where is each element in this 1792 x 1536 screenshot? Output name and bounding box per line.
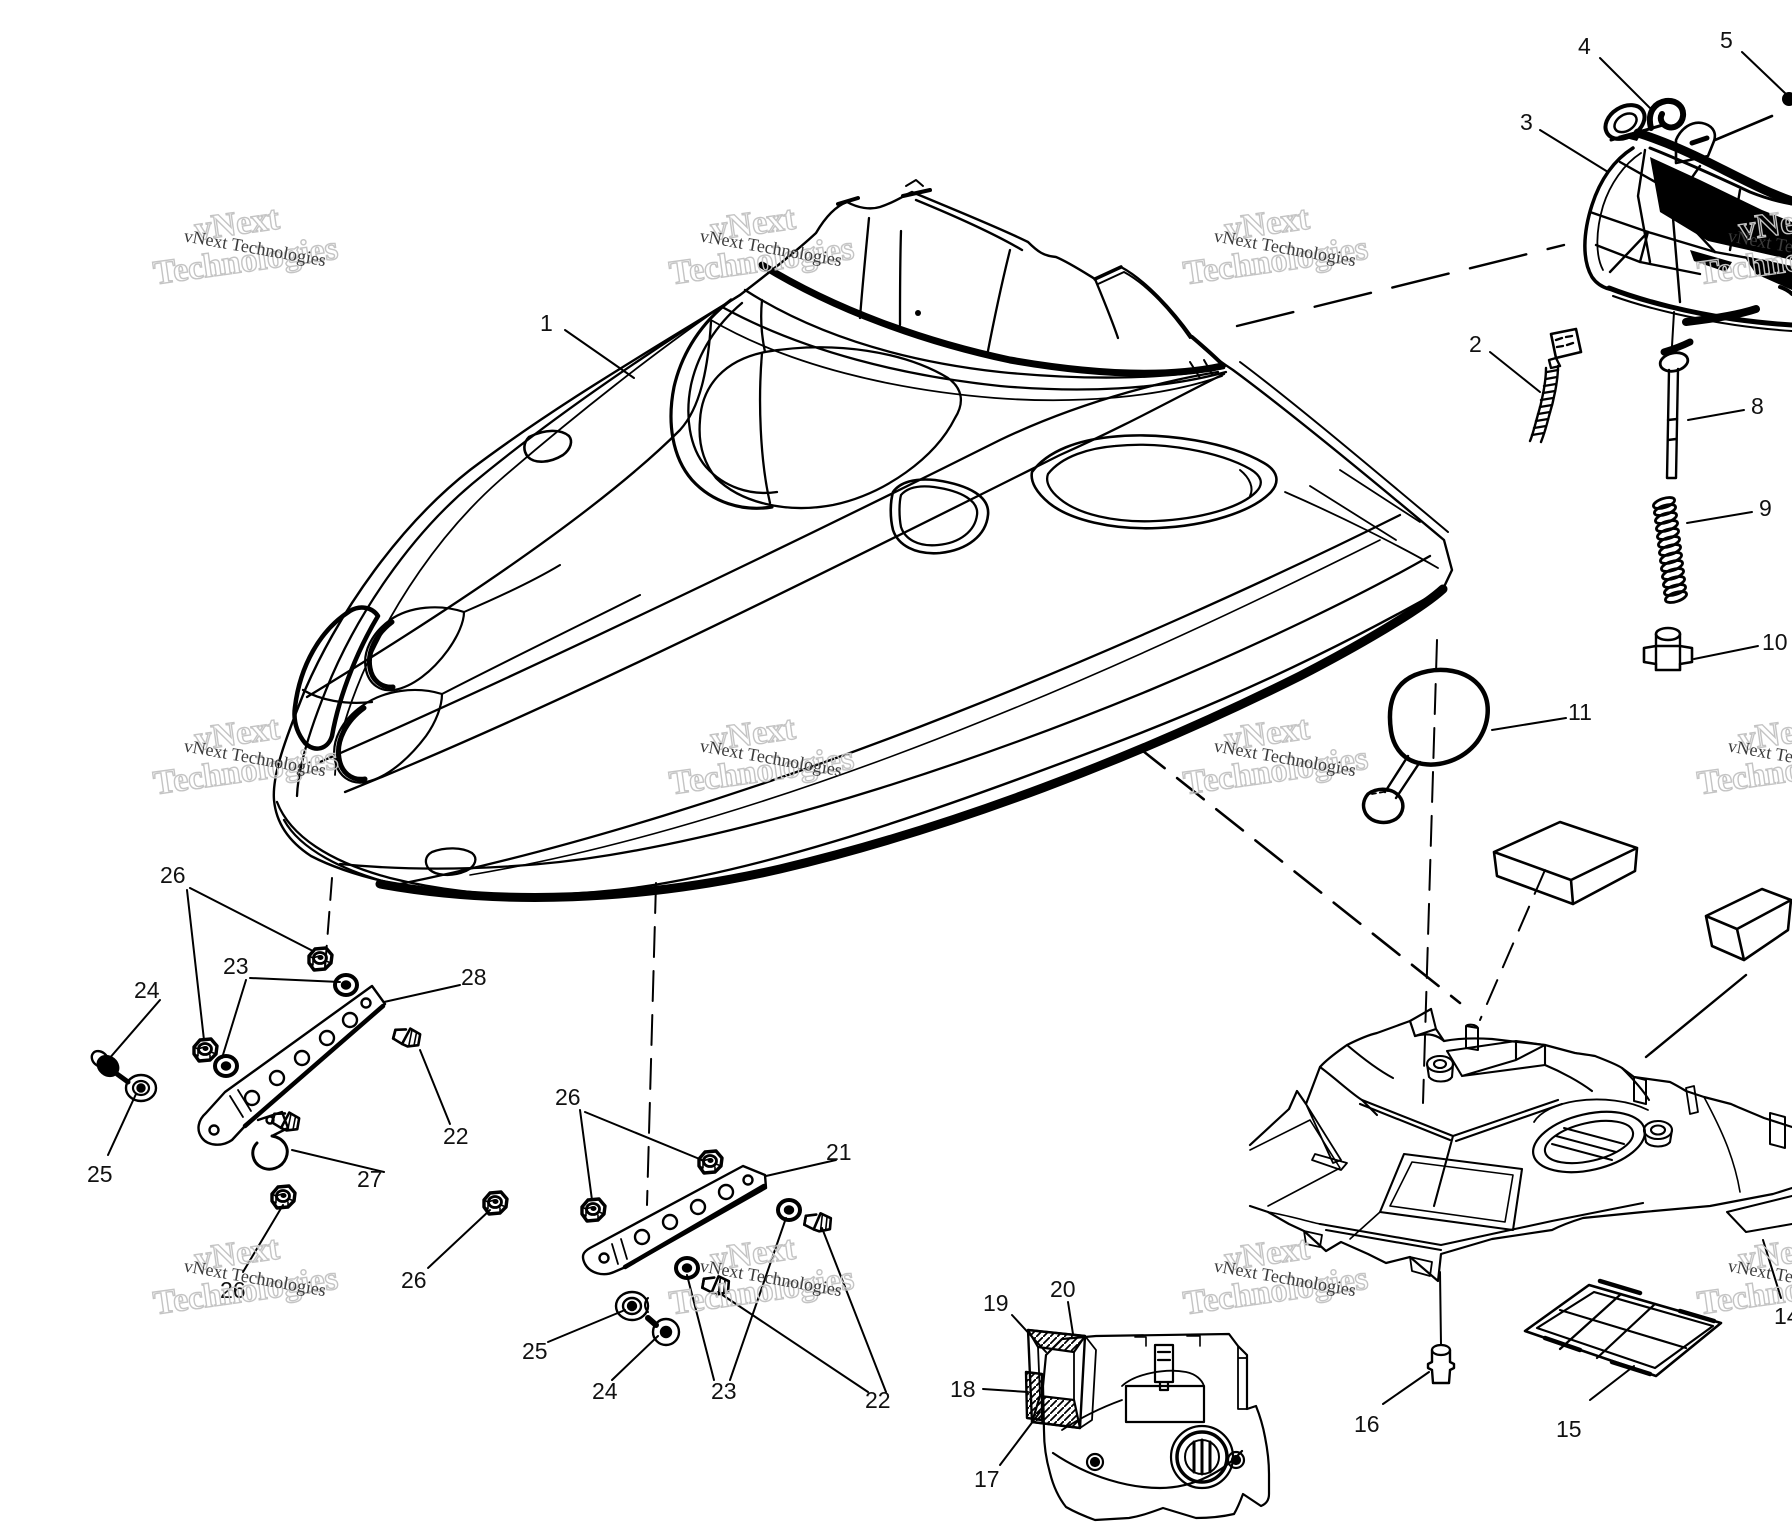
svg-text:18: 18 bbox=[950, 1376, 976, 1402]
svg-text:27: 27 bbox=[357, 1166, 383, 1192]
svg-text:25: 25 bbox=[87, 1161, 113, 1187]
svg-text:26: 26 bbox=[401, 1267, 427, 1293]
svg-text:8: 8 bbox=[1751, 393, 1764, 419]
svg-text:22: 22 bbox=[443, 1123, 469, 1149]
svg-text:10: 10 bbox=[1762, 629, 1788, 655]
svg-text:20: 20 bbox=[1050, 1276, 1076, 1302]
svg-text:17: 17 bbox=[974, 1466, 1000, 1492]
svg-text:5: 5 bbox=[1720, 27, 1733, 53]
svg-text:26: 26 bbox=[160, 862, 186, 888]
svg-text:23: 23 bbox=[711, 1378, 737, 1404]
svg-text:21: 21 bbox=[826, 1139, 852, 1165]
svg-text:26: 26 bbox=[555, 1084, 581, 1110]
svg-text:3: 3 bbox=[1520, 109, 1533, 135]
svg-text:4: 4 bbox=[1578, 33, 1591, 59]
svg-text:25: 25 bbox=[522, 1338, 548, 1364]
svg-text:1: 1 bbox=[540, 310, 553, 336]
svg-text:19: 19 bbox=[983, 1290, 1009, 1316]
svg-text:23: 23 bbox=[223, 953, 249, 979]
svg-text:9: 9 bbox=[1759, 495, 1772, 521]
svg-text:28: 28 bbox=[461, 964, 487, 990]
svg-text:15: 15 bbox=[1556, 1416, 1582, 1442]
svg-text:24: 24 bbox=[134, 977, 160, 1003]
svg-text:16: 16 bbox=[1354, 1411, 1380, 1437]
svg-text:22: 22 bbox=[865, 1387, 891, 1413]
svg-text:2: 2 bbox=[1469, 331, 1482, 357]
svg-text:24: 24 bbox=[592, 1378, 618, 1404]
svg-text:11: 11 bbox=[1568, 699, 1592, 725]
